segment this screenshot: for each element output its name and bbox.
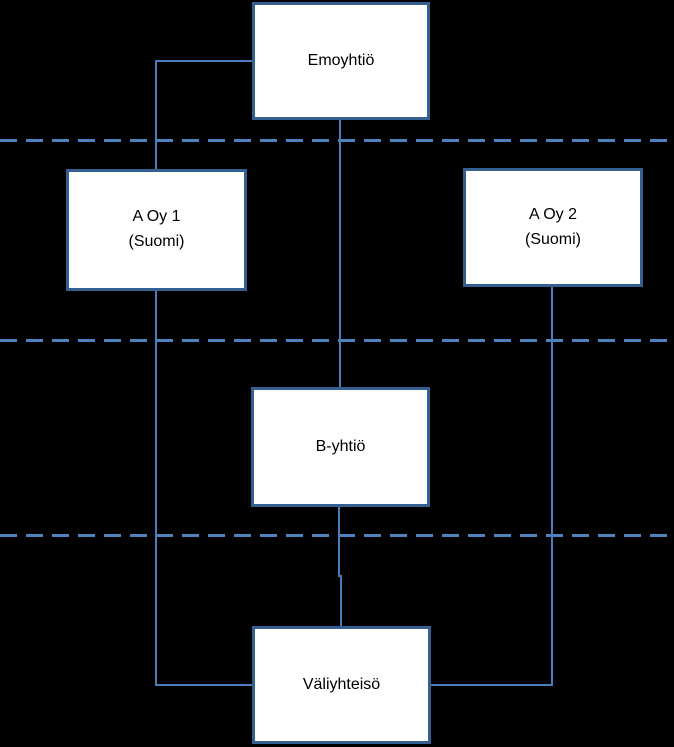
node-a-oy-1-label: A Oy 1 bbox=[132, 208, 181, 226]
node-a-oy-1-sublabel: (Suomi) bbox=[128, 233, 185, 250]
node-valiyhteiso: Väliyhteisö bbox=[252, 626, 431, 744]
connector-b-yhtio-to-valiyhteiso-lower bbox=[340, 575, 342, 626]
node-emoyhtio: Emoyhtiö bbox=[252, 2, 430, 120]
node-b-yhtio: B-yhtiö bbox=[251, 387, 430, 507]
connector-a-oy-1-to-valiyhteiso-vertical bbox=[155, 291, 157, 686]
node-valiyhteiso-label: Väliyhteisö bbox=[302, 675, 381, 693]
node-a-oy-2: A Oy 2 (Suomi) bbox=[463, 168, 643, 287]
dashed-divider-top bbox=[0, 139, 674, 142]
connector-a-oy-2-to-valiyhteiso-horizontal bbox=[431, 684, 553, 686]
dashed-divider-middle bbox=[0, 339, 674, 342]
connector-emoyhtio-to-a-oy-1-vertical bbox=[155, 60, 157, 169]
connector-b-yhtio-to-valiyhteiso-upper bbox=[338, 507, 340, 577]
connector-a-oy-1-to-valiyhteiso-horizontal bbox=[155, 684, 252, 686]
node-a-oy-2-sublabel: (Suomi) bbox=[524, 230, 581, 248]
node-a-oy-2-label: A Oy 2 bbox=[528, 205, 578, 223]
connector-a-oy-2-to-valiyhteiso-vertical bbox=[551, 287, 553, 686]
dashed-divider-bottom bbox=[0, 534, 674, 537]
node-b-yhtio-label: B-yhtiö bbox=[315, 437, 366, 455]
node-a-oy-1: A Oy 1 (Suomi) bbox=[66, 169, 247, 291]
connector-emoyhtio-to-b-yhtio bbox=[339, 120, 341, 387]
connector-emoyhtio-to-a-oy-1-horizontal bbox=[155, 60, 252, 62]
node-emoyhtio-label: Emoyhtiö bbox=[307, 51, 375, 69]
